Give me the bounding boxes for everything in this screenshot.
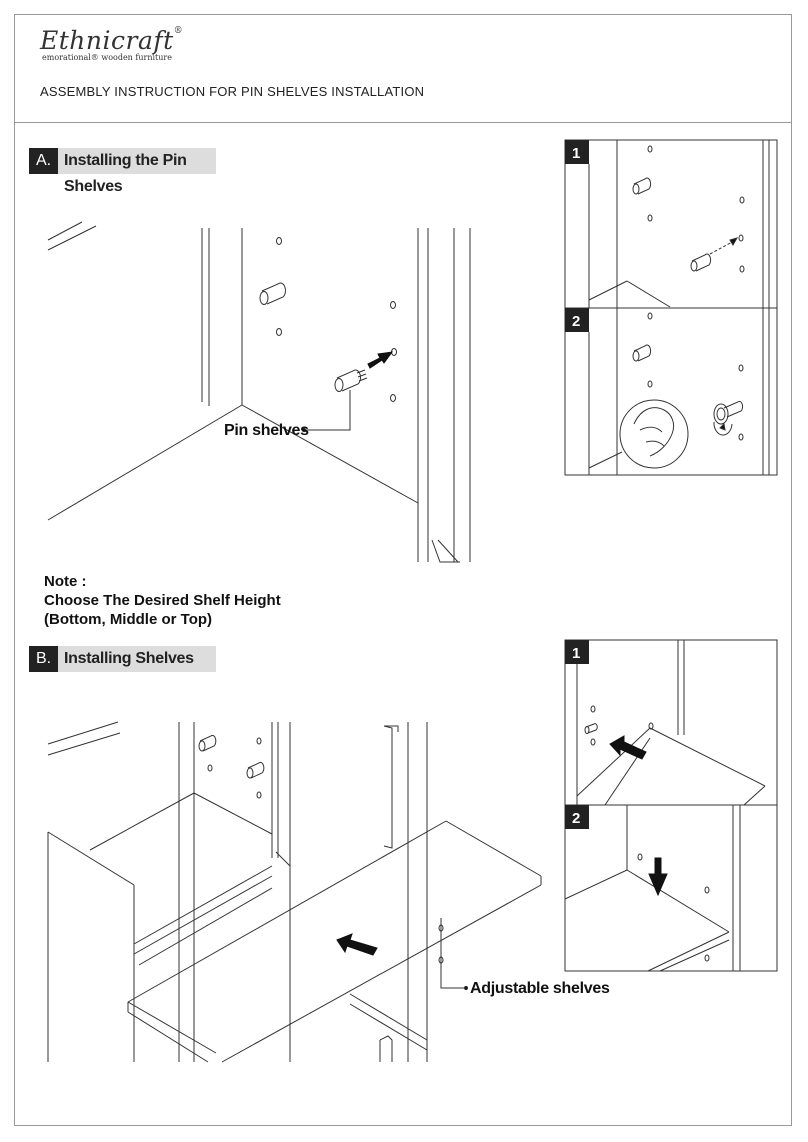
note-line-1: Choose The Desired Shelf Height	[44, 592, 281, 609]
step-1-badge	[565, 140, 589, 164]
section-a-letter: A.	[29, 148, 58, 174]
pin-shelf-icon	[247, 761, 265, 779]
section-a-title: Installing the Pin Shelves	[58, 148, 216, 195]
slide-arrow-icon	[336, 933, 378, 956]
pin-shelf-icon	[334, 369, 368, 392]
pin-shelves-label: Pin shelves	[224, 422, 309, 439]
note-block: Note : Choose The Desired Shelf Height (…	[44, 572, 281, 629]
pin-shelf-icon	[199, 734, 217, 752]
section-b-step-1-number: 1	[572, 645, 580, 662]
registered-mark-icon: ®	[173, 26, 184, 36]
slide-arrow-icon	[609, 735, 647, 760]
step-2-badge	[565, 308, 589, 332]
section-b-step-2-number: 2	[572, 810, 580, 827]
note-heading: Note :	[44, 573, 87, 590]
insert-arrow-icon	[367, 351, 394, 369]
step-1-badge	[565, 640, 589, 664]
pin-shelf-icon	[633, 177, 652, 195]
section-a-step-2-number: 2	[572, 313, 580, 330]
header-divider	[14, 122, 792, 123]
section-a-header: A. Installing the Pin Shelves	[29, 148, 216, 195]
section-b-step-panel-1: 1	[564, 639, 778, 806]
brand-name: Ethnicraft	[40, 26, 174, 55]
step-2-badge	[565, 805, 589, 829]
pin-shelf-icon	[691, 253, 712, 272]
page-border	[14, 14, 792, 1126]
hand-icon	[633, 407, 675, 457]
pin-shelves-callout: Pin shelves	[224, 390, 351, 439]
document-title: ASSEMBLY INSTRUCTION FOR PIN SHELVES INS…	[40, 84, 425, 99]
section-a-step-panel-1: 1	[564, 139, 778, 309]
section-a-step-panel-2: 2	[564, 307, 778, 476]
section-b-cabinet-drawing	[47, 721, 542, 1063]
adjustable-shelves-label: Adjustable shelves	[470, 980, 610, 997]
pin-shelf-icon	[259, 282, 286, 305]
section-b-letter: B.	[29, 646, 58, 672]
pin-shelf-icon	[585, 723, 598, 734]
brand-logo: Ethnicraft® emorational® wooden furnitur…	[40, 26, 183, 62]
brand-tagline: emorational® wooden furniture	[42, 53, 172, 62]
adjustable-shelves-callout: Adjustable shelves	[440, 918, 610, 997]
rotate-arrow-icon	[719, 422, 726, 431]
section-b-title: Installing Shelves	[58, 646, 216, 672]
section-b-step-panel-2: 2	[564, 804, 778, 972]
note-line-2: (Bottom, Middle or Top)	[44, 611, 213, 628]
down-arrow-icon	[648, 857, 668, 897]
hand-magnifier	[619, 399, 689, 469]
section-a-cabinet-drawing	[47, 221, 471, 563]
pin-shelf-icon	[633, 344, 652, 362]
section-b-header: B. Installing Shelves	[29, 646, 216, 672]
section-a-step-1-number: 1	[572, 145, 580, 162]
